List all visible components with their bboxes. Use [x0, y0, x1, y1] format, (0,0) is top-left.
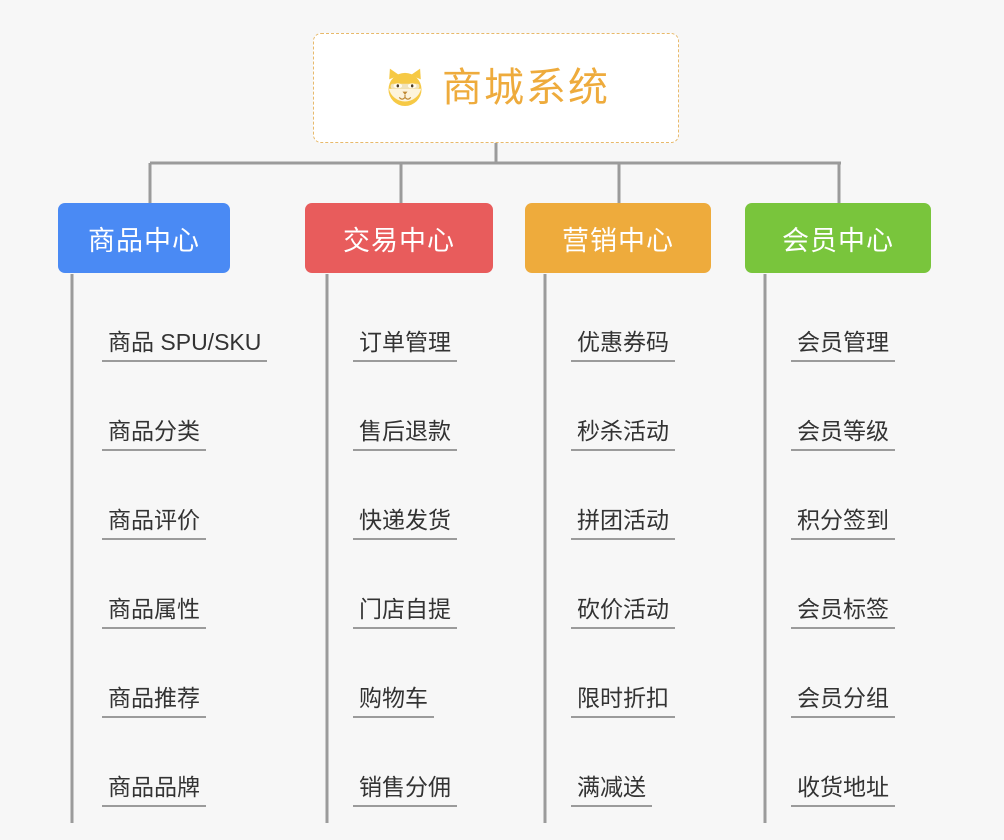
root-node-shop-system[interactable]: 商城系统 — [313, 33, 679, 143]
leaf-label: 商品评价 — [102, 509, 206, 540]
list-item[interactable]: 销售分佣 — [353, 718, 457, 807]
leaf-label: 积分签到 — [791, 509, 895, 540]
leaf-label: 优惠券码 — [571, 331, 675, 362]
leaf-list-1: 商品 SPU/SKU 商品分类 商品评价 商品属性 商品推荐 商品品牌 — [102, 273, 268, 807]
list-item[interactable]: 购物车 — [353, 629, 457, 718]
category-label-2: 交易中心 — [343, 225, 455, 256]
leaf-list-2: 订单管理 售后退款 快递发货 门店自提 购物车 销售分佣 — [353, 273, 457, 807]
leaf-label: 商品 SPU/SKU — [102, 331, 268, 362]
leaf-label: 商品属性 — [102, 598, 206, 629]
list-item[interactable]: 会员等级 — [791, 362, 895, 451]
list-item[interactable]: 限时折扣 — [571, 629, 675, 718]
leaf-label: 商品分类 — [102, 420, 206, 451]
list-item[interactable]: 商品评价 — [102, 451, 267, 540]
list-item[interactable]: 售后退款 — [353, 362, 457, 451]
list-item[interactable]: 订单管理 — [353, 273, 457, 362]
list-item[interactable]: 会员标签 — [791, 540, 895, 629]
list-item[interactable]: 快递发货 — [353, 451, 457, 540]
leaf-label: 商品品牌 — [102, 776, 206, 807]
category-box-1[interactable]: 商品中心 — [58, 203, 230, 273]
leaf-label: 收货地址 — [791, 776, 895, 807]
category-label-4: 会员中心 — [782, 225, 894, 256]
list-item[interactable]: 门店自提 — [353, 540, 457, 629]
category-label-3: 营销中心 — [562, 225, 674, 256]
list-item[interactable]: 会员分组 — [791, 629, 895, 718]
leaf-label: 购物车 — [353, 687, 434, 718]
category-box-4[interactable]: 会员中心 — [745, 203, 931, 273]
leaf-label: 限时折扣 — [571, 687, 675, 718]
list-item[interactable]: 秒杀活动 — [571, 362, 675, 451]
category-label-1: 商品中心 — [88, 225, 200, 256]
list-item[interactable]: 商品品牌 — [102, 718, 267, 807]
list-item[interactable]: 商品推荐 — [102, 629, 267, 718]
leaf-label: 满减送 — [571, 776, 652, 807]
leaf-label: 会员管理 — [791, 331, 895, 362]
leaf-list-3: 优惠券码 秒杀活动 拼团活动 砍价活动 限时折扣 满减送 — [571, 273, 675, 807]
list-item[interactable]: 商品 SPU/SKU — [102, 273, 268, 362]
leaf-label: 门店自提 — [353, 598, 457, 629]
leaf-label: 订单管理 — [353, 331, 457, 362]
list-item[interactable]: 收货地址 — [791, 718, 895, 807]
shiba-dog-face-icon — [388, 68, 422, 106]
list-item[interactable]: 积分签到 — [791, 451, 895, 540]
list-item[interactable]: 商品分类 — [102, 362, 267, 451]
leaf-label: 会员等级 — [791, 420, 895, 451]
leaf-label: 会员分组 — [791, 687, 895, 718]
leaf-label: 快递发货 — [353, 509, 457, 540]
leaf-label: 砍价活动 — [571, 598, 675, 629]
leaf-label: 售后退款 — [353, 420, 457, 451]
list-item[interactable]: 拼团活动 — [571, 451, 675, 540]
leaf-list-4: 会员管理 会员等级 积分签到 会员标签 会员分组 收货地址 — [791, 273, 895, 807]
leaf-label: 秒杀活动 — [571, 420, 675, 451]
list-item[interactable]: 会员管理 — [791, 273, 895, 362]
list-item[interactable]: 商品属性 — [102, 540, 267, 629]
list-item[interactable]: 砍价活动 — [571, 540, 675, 629]
category-box-2[interactable]: 交易中心 — [305, 203, 493, 273]
leaf-label: 会员标签 — [791, 598, 895, 629]
list-item[interactable]: 满减送 — [571, 718, 675, 807]
leaf-label: 拼团活动 — [571, 509, 675, 540]
leaf-label: 商品推荐 — [102, 687, 206, 718]
root-title: 商城系统 — [442, 66, 610, 110]
category-box-3[interactable]: 营销中心 — [525, 203, 711, 273]
leaf-label: 销售分佣 — [353, 776, 457, 807]
list-item[interactable]: 优惠券码 — [571, 273, 675, 362]
